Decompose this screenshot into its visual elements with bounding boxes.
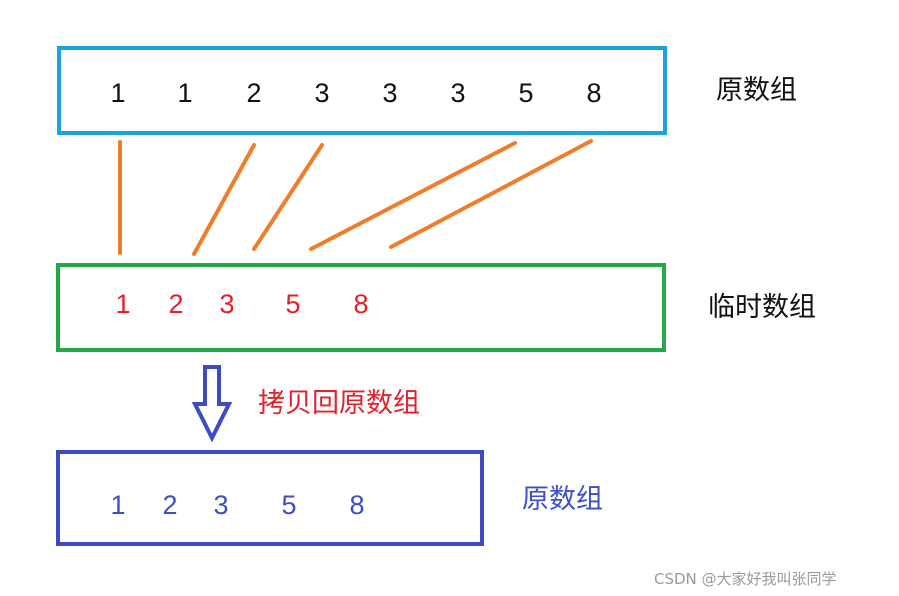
down-arrow-icon	[191, 365, 233, 443]
original-array-box	[57, 46, 667, 135]
temp-array-item: 3	[219, 289, 235, 319]
original-array-item: 1	[177, 78, 193, 108]
original-array-item: 2	[246, 78, 262, 108]
original-array-label: 原数组	[716, 75, 797, 106]
connector-line	[389, 139, 593, 249]
original-array-item: 8	[586, 78, 602, 108]
temp-array-label: 临时数组	[708, 292, 816, 323]
original-array-item: 5	[518, 78, 534, 108]
watermark: CSDN @大家好我叫张同学	[654, 570, 837, 588]
result-array-box	[56, 450, 484, 546]
temp-array-item: 2	[168, 289, 184, 319]
connector-line	[309, 141, 517, 251]
result-array-item: 2	[162, 490, 178, 520]
temp-array-item: 1	[115, 289, 131, 319]
original-array-item: 3	[382, 78, 398, 108]
copy-back-label: 拷贝回原数组	[258, 388, 420, 419]
result-array-item: 1	[110, 490, 126, 520]
original-array-item: 3	[314, 78, 330, 108]
result-array-item: 8	[349, 490, 365, 520]
result-array-item: 5	[281, 490, 297, 520]
result-array-label: 原数组	[522, 484, 603, 515]
temp-array-item: 5	[285, 289, 301, 319]
original-array-item: 3	[450, 78, 466, 108]
original-array-item: 1	[110, 78, 126, 108]
connector-line	[252, 143, 324, 251]
temp-array-box	[56, 263, 666, 352]
temp-array-item: 8	[353, 289, 369, 319]
connector-line	[192, 143, 256, 256]
result-array-item: 3	[213, 490, 229, 520]
